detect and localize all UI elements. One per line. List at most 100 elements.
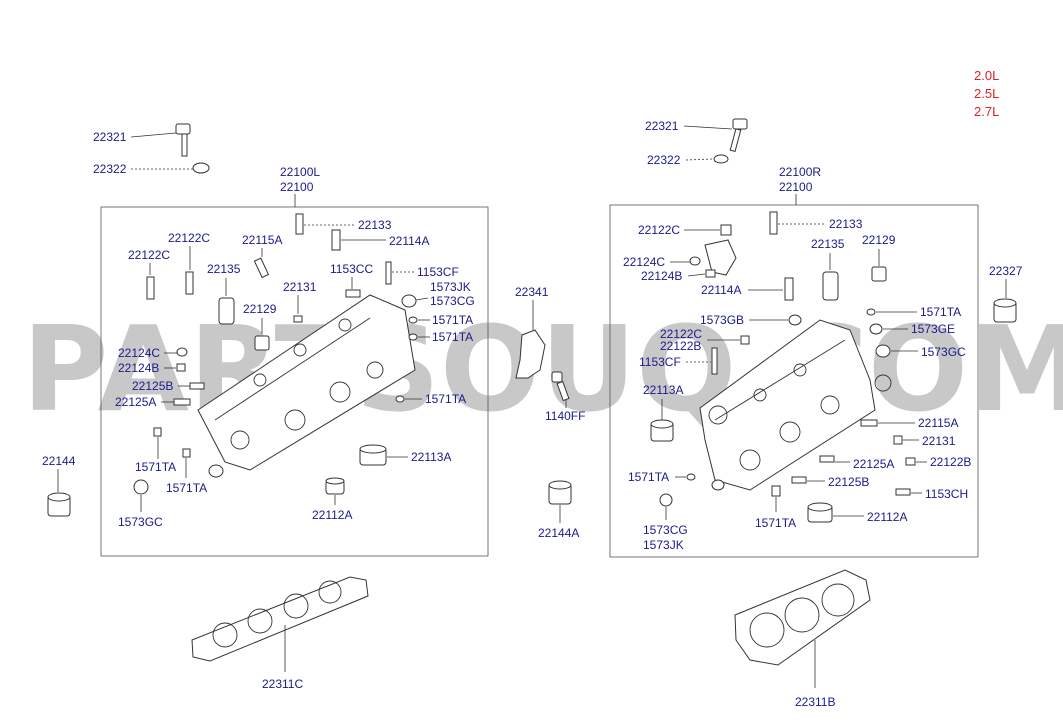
part-label-22100[interactable]: 22100 xyxy=(779,180,813,194)
part-label-22125A[interactable]: 22125A xyxy=(853,457,894,471)
part-label-22125A[interactable]: 22125A xyxy=(115,395,156,409)
engine-variant: 2.7L xyxy=(974,104,999,119)
seal-1571TA-shape xyxy=(866,308,876,316)
washer-22124C-shape xyxy=(689,256,701,266)
part-label-22322[interactable]: 22322 xyxy=(93,162,127,176)
part-label-22124C[interactable]: 22124C xyxy=(623,255,665,269)
part-label-1153CF[interactable]: 1153CF xyxy=(639,355,681,369)
seal-1571TA-shape xyxy=(153,427,162,437)
part-label-1571TA[interactable]: 1571TA xyxy=(135,460,176,474)
part-label-1571TA[interactable]: 1571TA xyxy=(432,313,473,327)
seal-1573GC-shape xyxy=(875,344,891,358)
part-label-22115A[interactable]: 22115A xyxy=(918,416,958,430)
engine-variant: 2.5L xyxy=(974,86,999,101)
part-label-22129[interactable]: 22129 xyxy=(862,233,896,247)
part-label-22122C[interactable]: 22122C xyxy=(128,248,170,262)
middle-parts: 22341 1140FF 22144A xyxy=(515,285,585,540)
seal-1573GE-shape xyxy=(869,323,883,335)
part-label-22311C[interactable]: 22311C xyxy=(262,677,303,691)
plug-22327-shape xyxy=(993,298,1017,323)
sleeve-22135-shape xyxy=(218,297,235,325)
part-label-22322[interactable]: 22322 xyxy=(647,153,681,167)
right-assembly-box xyxy=(609,204,979,558)
seal-1571TA-shape xyxy=(395,395,405,403)
part-label-22321[interactable]: 22321 xyxy=(93,130,127,144)
dowel-22133-shape xyxy=(769,211,778,235)
part-label-1571TA[interactable]: 1571TA xyxy=(166,481,207,495)
part-label-22125B[interactable]: 22125B xyxy=(828,475,869,489)
part-label-22321[interactable]: 22321 xyxy=(645,119,679,133)
part-label-1153CF[interactable]: 1153CF xyxy=(417,265,459,279)
part-label-22341[interactable]: 22341 xyxy=(515,285,549,299)
seal-1573CG-shape xyxy=(659,493,673,507)
part-label-22122C[interactable]: 22122C xyxy=(638,223,680,237)
part-label-22114A[interactable]: 22114A xyxy=(701,283,741,297)
part-label-22113A[interactable]: 22113A xyxy=(643,383,683,397)
pin-22115A-shape xyxy=(253,257,270,279)
part-label-22124B[interactable]: 22124B xyxy=(641,269,682,283)
part-label-1573CG[interactable]: 1573CG xyxy=(643,523,688,537)
part-label-1573JK[interactable]: 1573JK xyxy=(643,538,684,552)
part-label-1573GC[interactable]: 1573GC xyxy=(118,515,163,529)
plug-22131-shape xyxy=(893,435,903,445)
washer-22124B-shape xyxy=(176,363,186,372)
seal-1571TA-shape xyxy=(182,448,191,458)
part-label-22135[interactable]: 22135 xyxy=(811,237,845,251)
dowel-22133-shape xyxy=(295,213,304,235)
part-label-22133[interactable]: 22133 xyxy=(358,218,392,232)
part-label-1573CG[interactable]: 1573CG xyxy=(430,294,475,308)
part-label-22125B[interactable]: 22125B xyxy=(132,379,173,393)
bracket-shape xyxy=(704,239,737,276)
part-label-1571TA[interactable]: 1571TA xyxy=(920,305,961,319)
seal-shape xyxy=(711,479,725,491)
leader-line xyxy=(687,273,706,277)
part-label-1571TA[interactable]: 1571TA xyxy=(425,392,466,406)
part-label-22144[interactable]: 22144 xyxy=(42,454,76,468)
left-assembly: 22100L 22100 22321 22322 22144 22311C xyxy=(42,123,489,691)
part-label-1571TA[interactable]: 1571TA xyxy=(432,330,473,344)
pin-1153CF-shape xyxy=(385,261,392,285)
part-label-22100R[interactable]: 22100R xyxy=(779,165,821,179)
bolt-22122B-shape xyxy=(905,457,916,466)
seal-1573CG-shape xyxy=(401,294,417,308)
part-label-22100[interactable]: 22100 xyxy=(280,180,314,194)
leader-line xyxy=(130,132,177,138)
part-label-22112A[interactable]: 22112A xyxy=(867,510,907,524)
sleeve-22113A-shape xyxy=(650,419,674,442)
part-label-22133[interactable]: 22133 xyxy=(829,217,863,231)
part-label-1573JK[interactable]: 1573JK xyxy=(430,280,471,294)
part-label-22144A[interactable]: 22144A xyxy=(538,526,579,540)
part-label-1153CH[interactable]: 1153CH xyxy=(925,487,968,501)
part-label-22124B[interactable]: 22124B xyxy=(118,361,159,375)
part-label-1573GC[interactable]: 1573GC xyxy=(921,345,966,359)
part-label-1571TA[interactable]: 1571TA xyxy=(628,470,669,484)
bolt-1140FF-shape xyxy=(551,371,570,402)
part-label-22129[interactable]: 22129 xyxy=(243,302,277,316)
part-label-22100L[interactable]: 22100L xyxy=(280,165,320,179)
washer-22322-shape xyxy=(713,154,729,164)
part-label-22114A[interactable]: 22114A xyxy=(389,234,429,248)
part-label-22122C[interactable]: 22122C xyxy=(660,327,702,341)
part-label-22113A[interactable]: 22113A xyxy=(411,450,451,464)
part-label-1573GB[interactable]: 1573GB xyxy=(700,313,744,327)
part-label-1571TA[interactable]: 1571TA xyxy=(755,516,796,530)
part-label-22122B[interactable]: 22122B xyxy=(930,455,971,469)
part-label-22112A[interactable]: 22112A xyxy=(312,508,352,522)
part-label-22115A[interactable]: 22115A xyxy=(242,233,282,247)
part-label-22122B[interactable]: 22122B xyxy=(660,339,701,353)
part-label-1140FF[interactable]: 1140FF xyxy=(545,409,585,423)
part-label-1573GE[interactable]: 1573GE xyxy=(911,322,955,336)
seal-1571TA-shape xyxy=(686,473,696,481)
seal-1571TA-shape xyxy=(408,333,418,341)
tube-22125B-shape xyxy=(189,382,205,390)
part-label-22131[interactable]: 22131 xyxy=(922,434,956,448)
part-label-22327[interactable]: 22327 xyxy=(989,264,1023,278)
watermark: PARTSOUQ.COM xyxy=(22,300,1063,438)
part-label-22122C[interactable]: 22122C xyxy=(168,231,210,245)
part-label-22135[interactable]: 22135 xyxy=(207,262,241,276)
part-label-22124C[interactable]: 22124C xyxy=(118,346,160,360)
part-label-1153CC[interactable]: 1153CC xyxy=(330,262,373,276)
part-label-22131[interactable]: 22131 xyxy=(283,280,317,294)
part-label-22311B[interactable]: 22311B xyxy=(795,695,835,709)
